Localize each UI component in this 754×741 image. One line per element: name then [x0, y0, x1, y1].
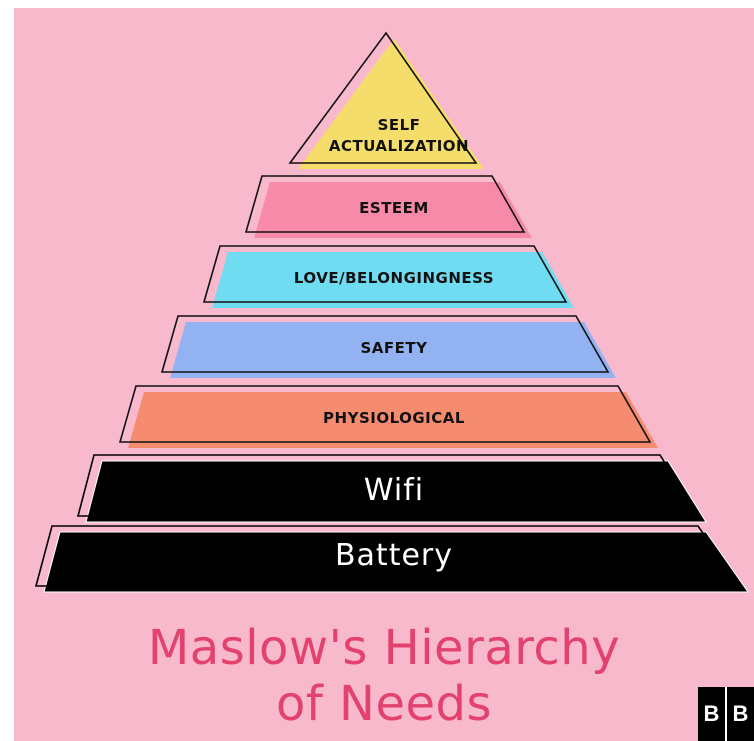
- tier-safety-outline: [160, 315, 610, 373]
- level-label-safety: SAFETY: [360, 339, 428, 357]
- tier-love-belongingness-outline: [202, 245, 568, 303]
- triangle-self-actualization-outline: [288, 31, 478, 164]
- title-line-1: Maslow's Hierarchy: [147, 620, 621, 676]
- tier-esteem-fill: [254, 182, 532, 238]
- diagram-card: SELF ACTUALIZATION ESTEEM LOVE/BELONGING…: [14, 8, 754, 741]
- logo-letter-right: B: [725, 687, 754, 741]
- brand-logo: B B: [698, 687, 754, 741]
- tier-esteem-outline: [244, 175, 526, 233]
- tier-physiological-fill: [128, 392, 658, 448]
- tier-wifi-outline: [76, 454, 700, 517]
- tier-safety-fill: [170, 322, 616, 378]
- title-line-2: of Needs: [276, 676, 492, 732]
- tier-battery-fill: [43, 531, 749, 593]
- level-label-esteem: ESTEEM: [359, 199, 429, 217]
- tier-battery-outline: [34, 525, 742, 587]
- level-label-physiological: PHYSIOLOGICAL: [323, 409, 465, 427]
- level-label-self-actualization: SELF ACTUALIZATION: [328, 116, 470, 155]
- pyramid-diagram: [34, 31, 749, 593]
- logo-letter-left: B: [703, 701, 720, 726]
- level-label-battery: Battery: [334, 538, 454, 573]
- level-label-love-belongingness: LOVE/BELONGINGNESS: [293, 269, 495, 287]
- triangle-self-actualization-fill: [298, 39, 484, 169]
- tier-wifi-fill: [85, 460, 707, 523]
- level-label-wifi: Wifi: [363, 473, 425, 508]
- tier-physiological-outline: [118, 385, 652, 443]
- diagram-title: Maslow's Hierarchy of Needs: [14, 620, 754, 732]
- tier-love-belongingness-fill: [212, 252, 574, 308]
